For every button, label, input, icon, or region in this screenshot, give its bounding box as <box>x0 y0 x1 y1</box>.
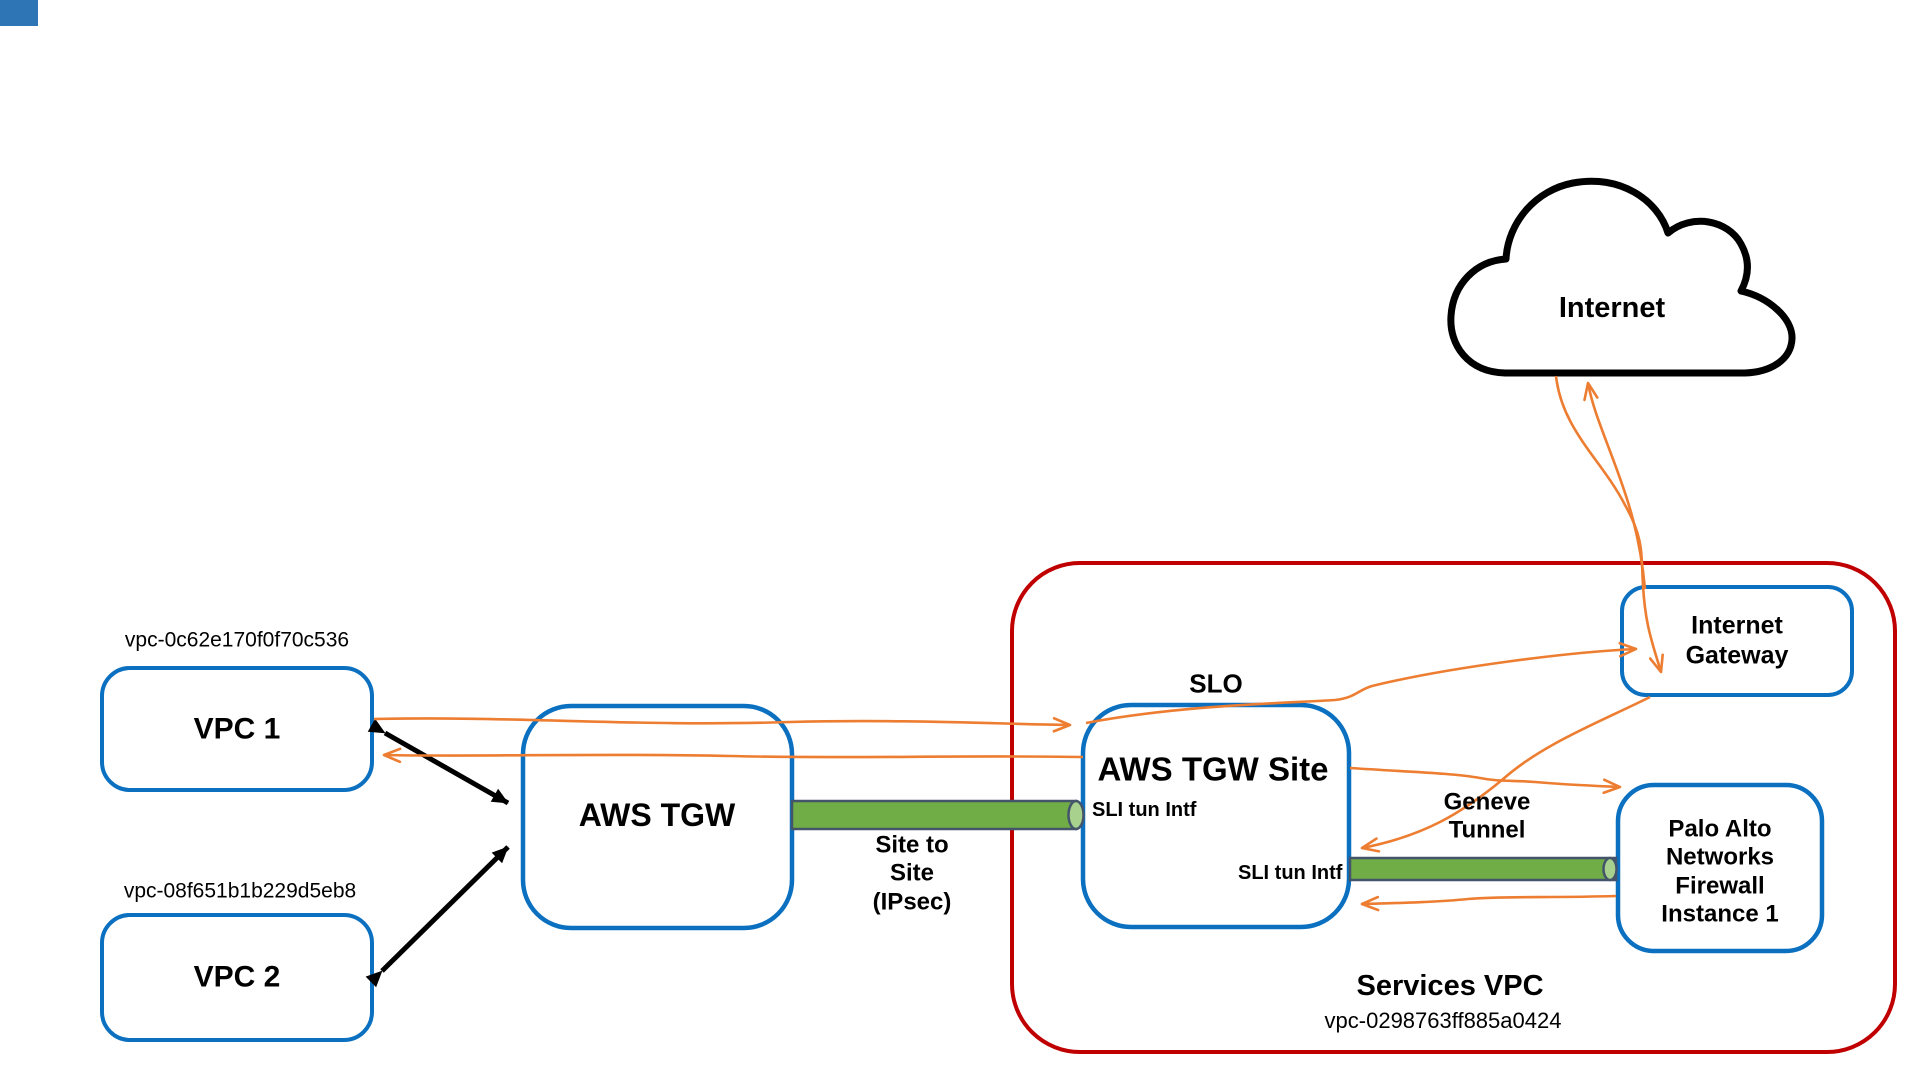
internet-gateway-title: Internet Gateway <box>1685 611 1789 670</box>
vpc2-id-label: vpc-08f651b1b229d5eb8 <box>123 879 357 903</box>
flow-tgw-site-to-firewall <box>1349 766 1622 795</box>
flow-gateway-to-internet <box>1583 381 1647 590</box>
flow-firewall-to-tgw-site <box>1360 894 1617 912</box>
screen-corner-artifact <box>0 0 38 26</box>
slo-label: SLO <box>1189 668 1243 699</box>
geneve-tunnel-icon <box>1348 856 1618 882</box>
services-vpc-title: Services VPC <box>1356 969 1544 1002</box>
sli-tun-intf-bottom-label: SLI tun Intf <box>1238 862 1343 885</box>
flow-tgw-site-to-vpc1 <box>382 747 1084 764</box>
vpc1-title: VPC 1 <box>193 712 281 746</box>
aws-tgw-site-title: AWS TGW Site <box>1097 750 1329 788</box>
firewall-box <box>1615 782 1825 954</box>
site-to-site-tunnel-icon <box>790 799 1085 831</box>
vpc2-tgw-link-arrow <box>365 845 510 988</box>
firewall-title: Palo Alto Networks Firewall Instance 1 <box>1661 815 1779 928</box>
aws-tgw-title: AWS TGW <box>578 797 736 834</box>
internet-cloud-label: Internet <box>1558 291 1666 324</box>
internet-gateway-box <box>1620 585 1854 697</box>
flow-vpc1-to-tgw-site <box>373 716 1072 733</box>
flow-internet-to-gateway <box>1554 375 1664 674</box>
flow-slo-to-internet-gateway <box>1085 641 1638 725</box>
vpc1-id-label: vpc-0c62e170f0f70c536 <box>124 628 350 652</box>
vpc2-title: VPC 2 <box>193 960 281 994</box>
services-vpc-id-label: vpc-0298763ff885a0424 <box>1324 1008 1562 1034</box>
vpc1-tgw-link-arrow <box>367 718 510 806</box>
geneve-tunnel-label: Geneve Tunnel <box>1443 788 1531 844</box>
sli-tun-intf-top-label: SLI tun Intf <box>1092 799 1197 822</box>
flow-internet-gateway-to-tgw-site <box>1360 695 1651 853</box>
internet-cloud-icon <box>1447 177 1796 377</box>
site-to-site-tunnel-label: Site to Site (IPsec) <box>872 831 952 916</box>
